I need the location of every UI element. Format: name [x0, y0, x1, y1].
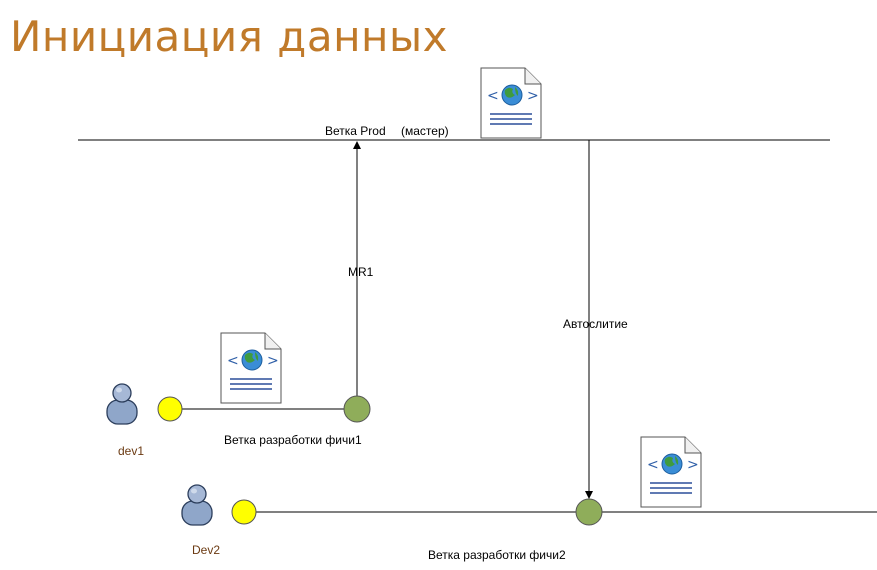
dev2-label: Dev2	[192, 543, 220, 557]
user-icon	[181, 484, 213, 526]
prod-branch-note: (мастер)	[401, 124, 449, 138]
mr1-label: MR1	[348, 265, 374, 279]
feature1-branch-label: Ветка разработки фичи1	[224, 433, 362, 447]
dev1-label: dev1	[118, 444, 144, 458]
feature2-branch-label: Ветка разработки фичи2	[428, 548, 566, 562]
web-document-icon	[220, 332, 282, 404]
slide-title: Инициация данных	[10, 12, 449, 61]
feature1-commit-node	[343, 395, 371, 423]
auto-merge-label: Автослитие	[563, 317, 628, 331]
web-document-icon	[640, 436, 702, 508]
web-document-icon	[480, 67, 542, 139]
feature2-start-node	[231, 499, 257, 525]
feature2-commit-node	[575, 498, 603, 526]
user-icon	[106, 383, 138, 425]
feature1-start-node	[157, 396, 183, 422]
prod-branch-label: Ветка Prod	[325, 124, 386, 138]
